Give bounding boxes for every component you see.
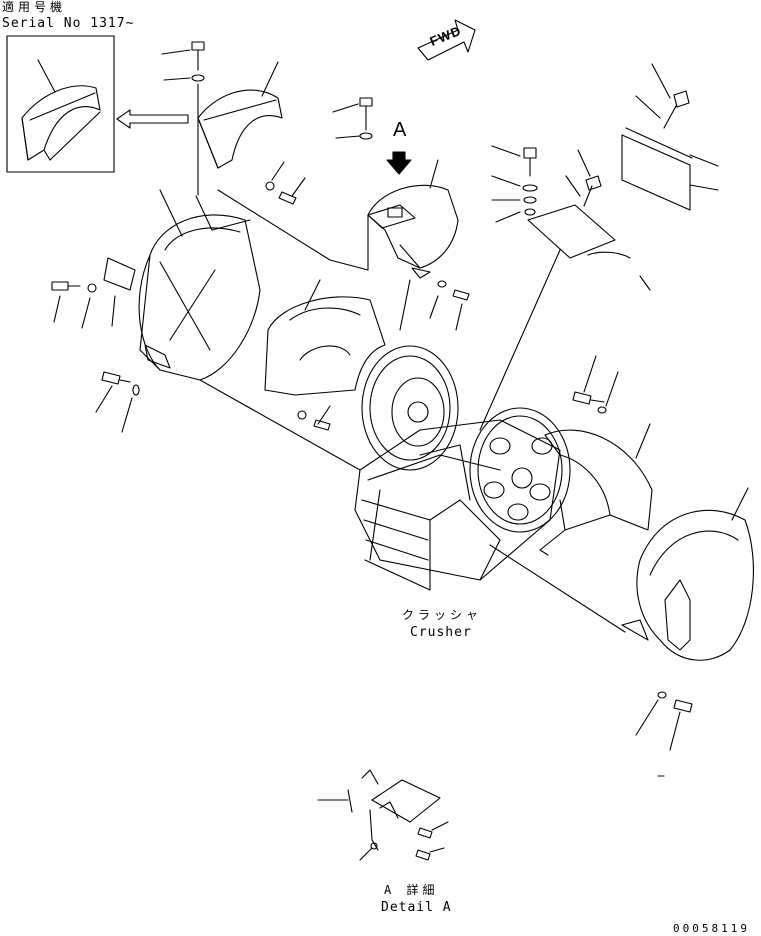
inset-arrow-icon (116, 109, 189, 129)
view-a-label: A (393, 119, 407, 141)
serial-label-jp: 適用号機 (2, 0, 67, 14)
top-cover (332, 97, 470, 331)
crusher-label-jp: クラッシャ (402, 608, 483, 622)
detail-a-label: Detail A (381, 900, 452, 915)
drawing-number: 00058119 (673, 922, 750, 935)
right-upper-plate (491, 63, 719, 291)
serial-number-label: Serial No 1317~ (2, 16, 135, 31)
leader-lines (199, 189, 626, 633)
inner-guard (264, 279, 386, 431)
upper-left-guard (197, 61, 306, 205)
fwd-arrow-icon (417, 19, 476, 61)
inset-guard-detail (6, 35, 115, 173)
crusher-body (354, 345, 571, 591)
top-bolt-left (161, 41, 205, 196)
detail-a-label-jp: A 詳細 (384, 883, 439, 897)
right-drum-cover (621, 487, 754, 777)
crusher-label: Crusher (410, 625, 472, 640)
view-a-arrow-icon (386, 151, 412, 175)
right-inner-guard (539, 355, 653, 551)
detail-a-drawing (317, 769, 449, 861)
left-drum-guard (51, 189, 261, 433)
